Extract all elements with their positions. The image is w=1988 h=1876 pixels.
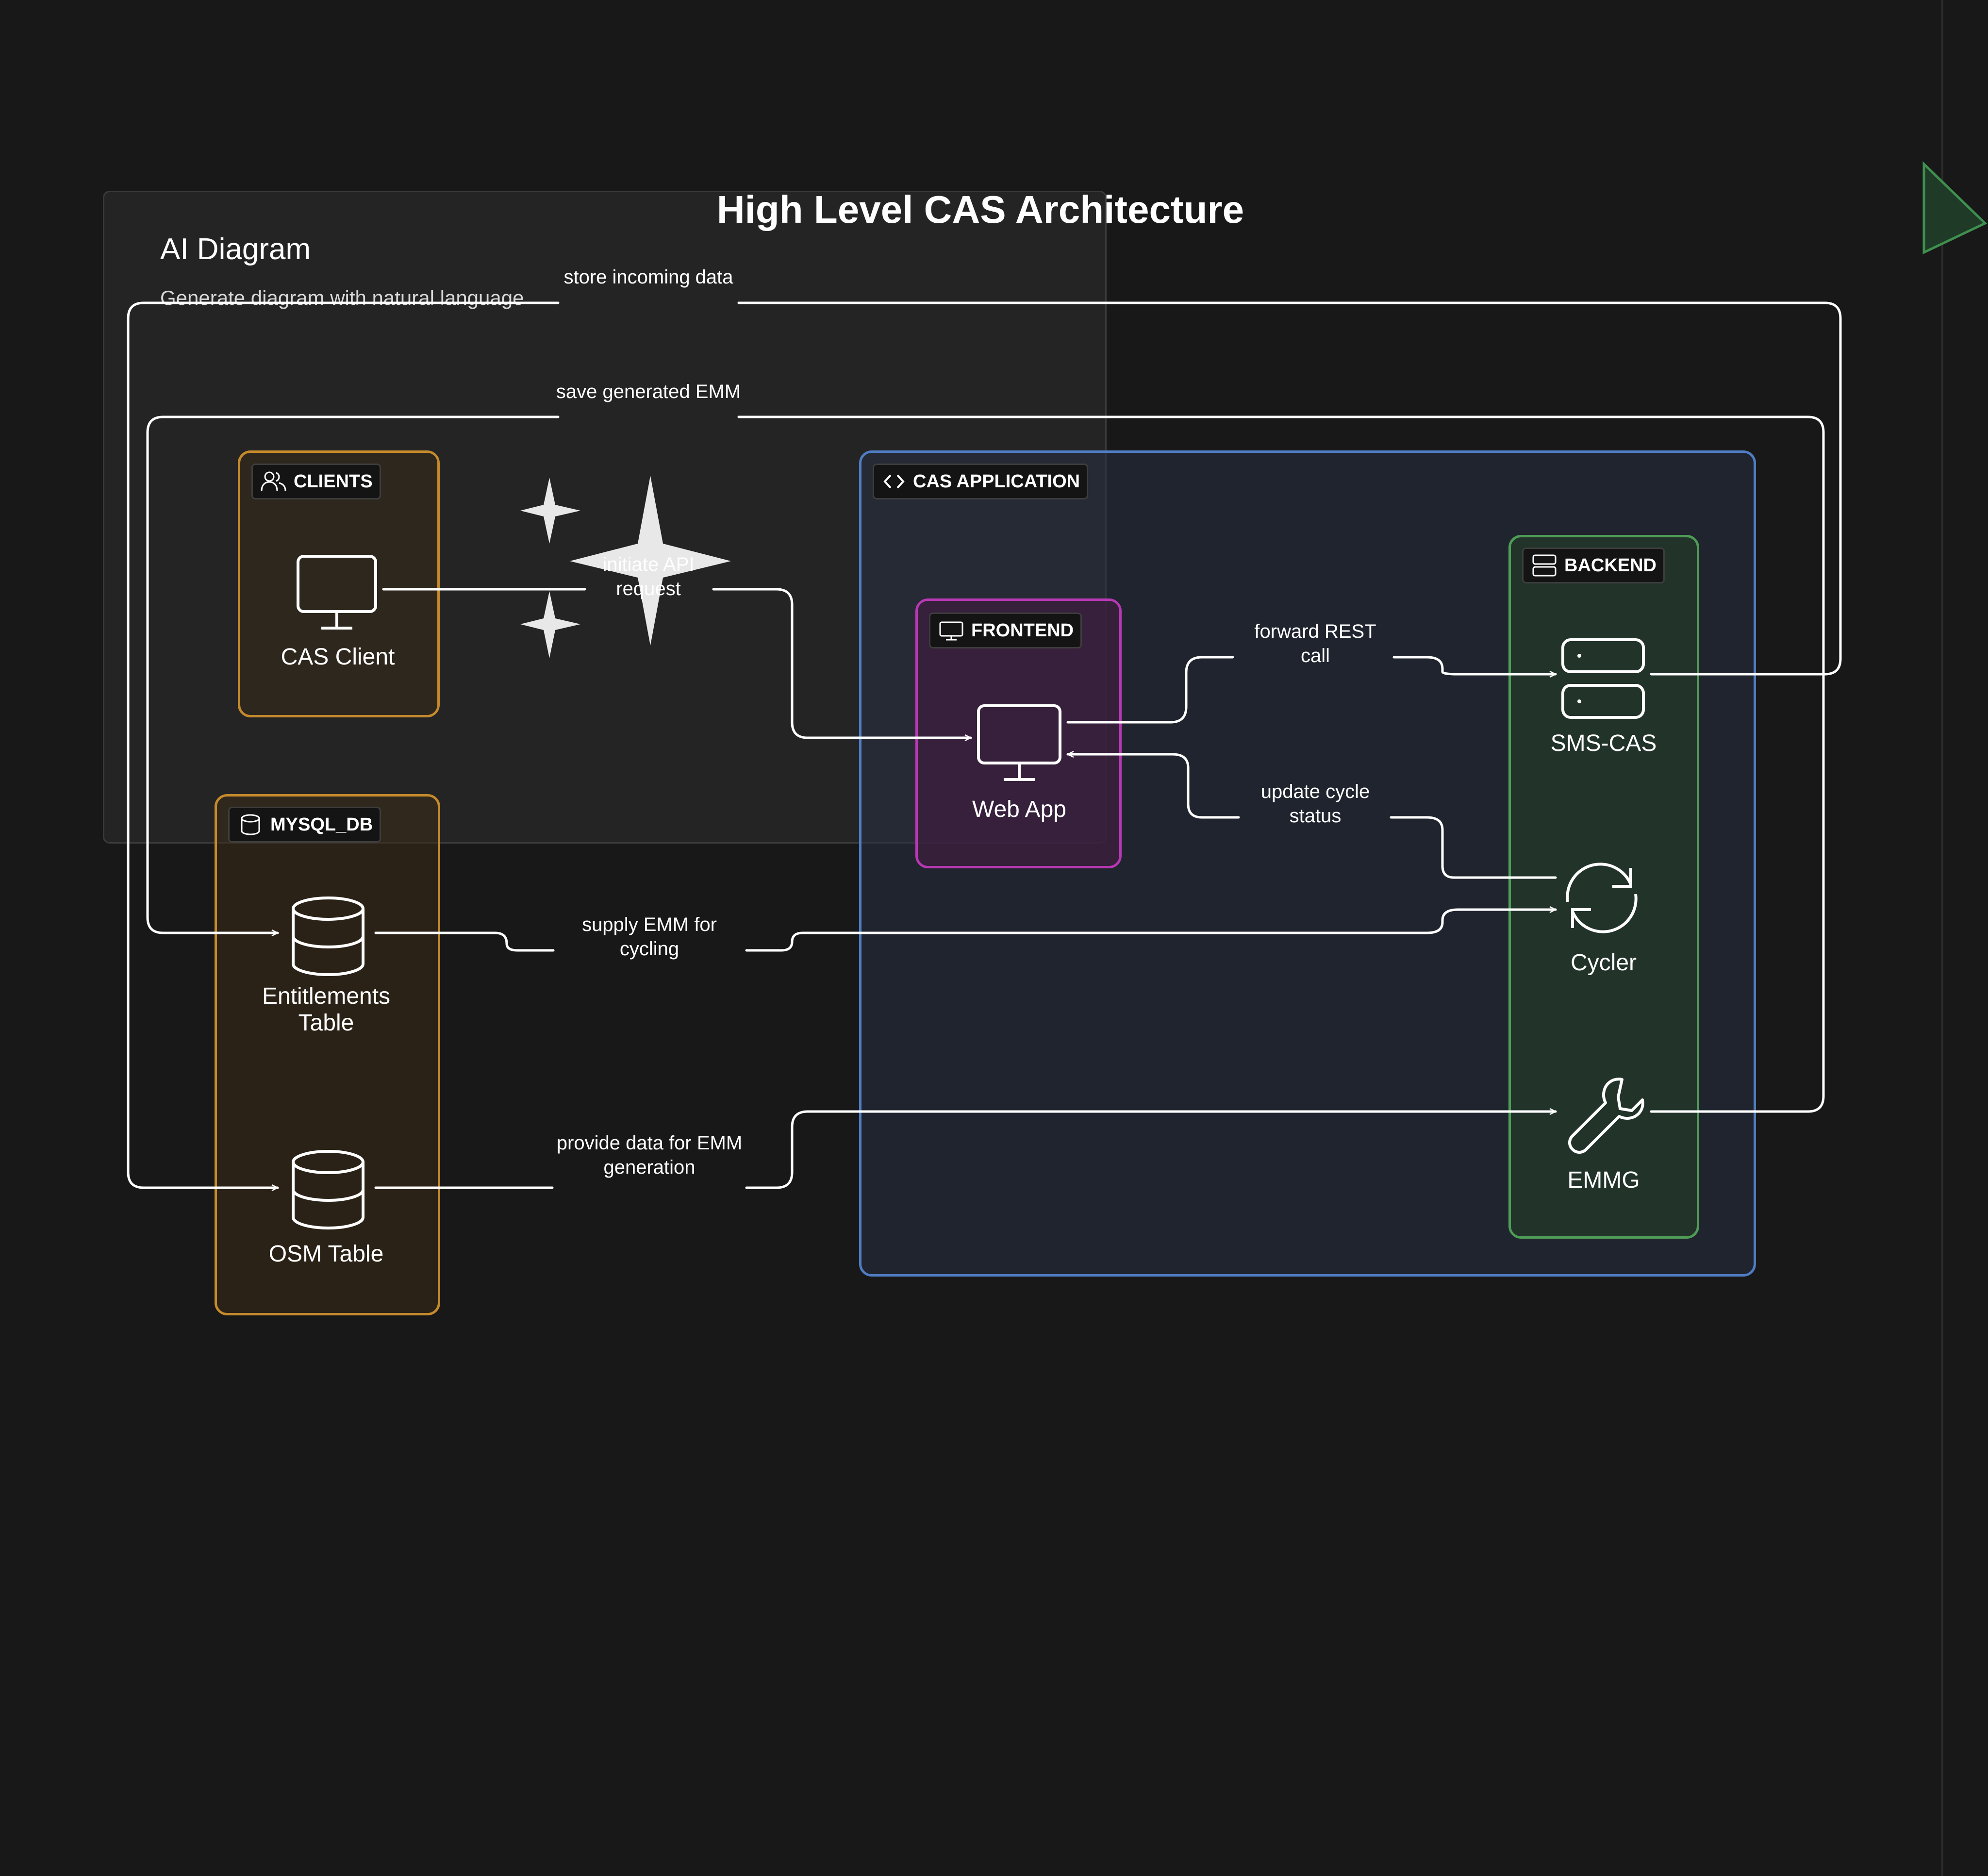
edge-update-cycle-status-tail — [1066, 754, 1240, 819]
edge-supply-emm-for-cycling — [374, 931, 555, 952]
group-tag-mysql-db[interactable]: MYSQL_DB — [228, 807, 381, 843]
edge-store-incoming-data-tail — [127, 301, 560, 1188]
group-tag-frontend[interactable]: FRONTEND — [929, 613, 1082, 648]
group-label-clients: CLIENTS — [294, 471, 373, 492]
group-tag-clients[interactable]: CLIENTS — [251, 464, 381, 499]
node-label-web-app: Web App — [972, 797, 1066, 822]
node-label-cycler: Cycler — [1570, 950, 1637, 976]
database-icon — [241, 814, 260, 835]
edge-initiate-api-request-tail — [712, 588, 972, 738]
database-icon — [292, 896, 364, 977]
edge-save-generated-emm-tail — [146, 415, 560, 933]
edge-forward-rest-call-tail — [1392, 656, 1557, 674]
edge-save-generated-emm — [737, 415, 1825, 1113]
edge-label-provide-data-for-emm-generation: provide data for EMM generation — [556, 1132, 743, 1178]
group-label-frontend: FRONTEND — [971, 620, 1074, 641]
refresh-icon — [1566, 863, 1638, 933]
group-tag-cas-application[interactable]: CAS APPLICATION — [873, 464, 1089, 499]
users-icon — [261, 471, 286, 491]
edge-supply-emm-for-cycling-tail — [745, 910, 1557, 952]
wrench-icon — [1568, 1078, 1644, 1154]
cursor-arrow-icon — [1922, 161, 1988, 254]
sparkle-icon — [520, 476, 731, 658]
group-label-mysql-db: MYSQL_DB — [270, 814, 373, 835]
monitor-icon — [977, 704, 1061, 781]
group-label-cas-application: CAS APPLICATION — [913, 471, 1080, 492]
database-icon — [292, 1150, 364, 1230]
node-label-sms-cas: SMS-CAS — [1550, 730, 1657, 756]
edge-label-save-generated-emm: save generated EMM — [556, 381, 741, 402]
node-label-emmg: EMMG — [1567, 1167, 1640, 1193]
diagram-title: High Level CAS Architecture — [716, 188, 1244, 231]
edge-label-update-cycle-status: update cycle status — [1260, 781, 1370, 827]
edge-label-initiate-api-request: initiate API request — [602, 554, 695, 599]
monitor-icon — [297, 555, 377, 630]
edge-provide-data-for-emm-generation-tail — [745, 1112, 1557, 1189]
node-label-cas-client: CAS Client — [281, 644, 395, 670]
edge-label-supply-emm-for-cycling: supply EMM for cycling — [582, 914, 717, 960]
edge-update-cycle-status — [1390, 816, 1557, 879]
node-label-entitlements-table: Entitlements Table — [262, 983, 391, 1036]
edge-store-incoming-data — [737, 301, 1842, 676]
edge-forward-rest-call — [1066, 656, 1234, 724]
group-tag-backend[interactable]: BACKEND — [1522, 548, 1665, 583]
code-icon — [883, 474, 905, 489]
node-label-osm-table: OSM Table — [268, 1241, 384, 1267]
server-icon — [1561, 638, 1645, 719]
edge-label-store-incoming-data: store incoming data — [563, 266, 733, 288]
edge-label-forward-rest-call: forward REST call — [1254, 621, 1376, 666]
ai-panel-title: AI Diagram — [160, 232, 311, 266]
server-icon — [1532, 554, 1557, 577]
group-label-backend: BACKEND — [1564, 555, 1657, 576]
ai-panel-subtitle: Generate diagram with natural language — [160, 286, 524, 309]
group-backend[interactable] — [1508, 535, 1699, 1239]
monitor-icon — [939, 621, 963, 641]
